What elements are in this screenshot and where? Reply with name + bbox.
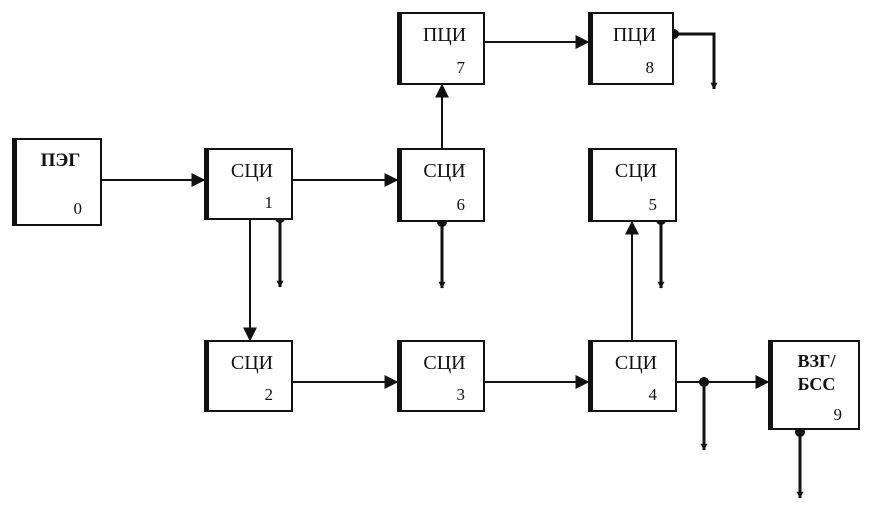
block-number: 0 bbox=[73, 199, 83, 218]
block-sci-4: СЦИ 4 bbox=[588, 340, 677, 412]
block-pci-7: ПЦИ 7 bbox=[397, 12, 485, 85]
block-label-line-1: ВЗГ/ bbox=[797, 351, 836, 371]
tap-pci8-output bbox=[674, 32, 718, 90]
block-label-line-2: БСС bbox=[797, 374, 836, 394]
block-number: 8 bbox=[645, 58, 655, 77]
block-number: 5 bbox=[648, 195, 658, 214]
block-label: СЦИ bbox=[614, 160, 658, 182]
junction-sci4 bbox=[699, 377, 709, 387]
block-pci-8: ПЦИ 8 bbox=[588, 12, 674, 85]
block-number: 9 bbox=[833, 405, 843, 424]
block-number: 4 bbox=[648, 385, 658, 404]
block-sci-5: СЦИ 5 bbox=[588, 148, 677, 222]
block-label: СЦИ bbox=[423, 352, 466, 374]
block-number: 3 bbox=[456, 385, 466, 404]
block-sci-6: СЦИ 6 bbox=[397, 148, 485, 222]
block-sci-1: СЦИ 1 bbox=[204, 148, 293, 220]
block-sci-2: СЦИ 2 bbox=[204, 340, 293, 412]
block-label: ПЦИ bbox=[612, 24, 657, 46]
block-number: 2 bbox=[264, 385, 274, 404]
block-label: ПЦИ bbox=[422, 24, 467, 46]
block-label: ВЗГ/ БСС bbox=[775, 350, 858, 396]
block-label: СЦИ bbox=[423, 160, 466, 182]
block-number: 6 bbox=[456, 195, 466, 214]
block-number: 7 bbox=[456, 58, 466, 77]
block-label: СЦИ bbox=[230, 160, 274, 182]
block-vzg-bss: ВЗГ/ БСС 9 bbox=[768, 340, 860, 430]
block-label: ПЭГ bbox=[40, 150, 81, 171]
block-label: СЦИ bbox=[614, 352, 658, 374]
block-sci-3: СЦИ 3 bbox=[397, 340, 485, 412]
block-peg: ПЭГ 0 bbox=[12, 138, 102, 226]
block-label: СЦИ bbox=[230, 352, 274, 374]
block-number: 1 bbox=[264, 193, 274, 212]
